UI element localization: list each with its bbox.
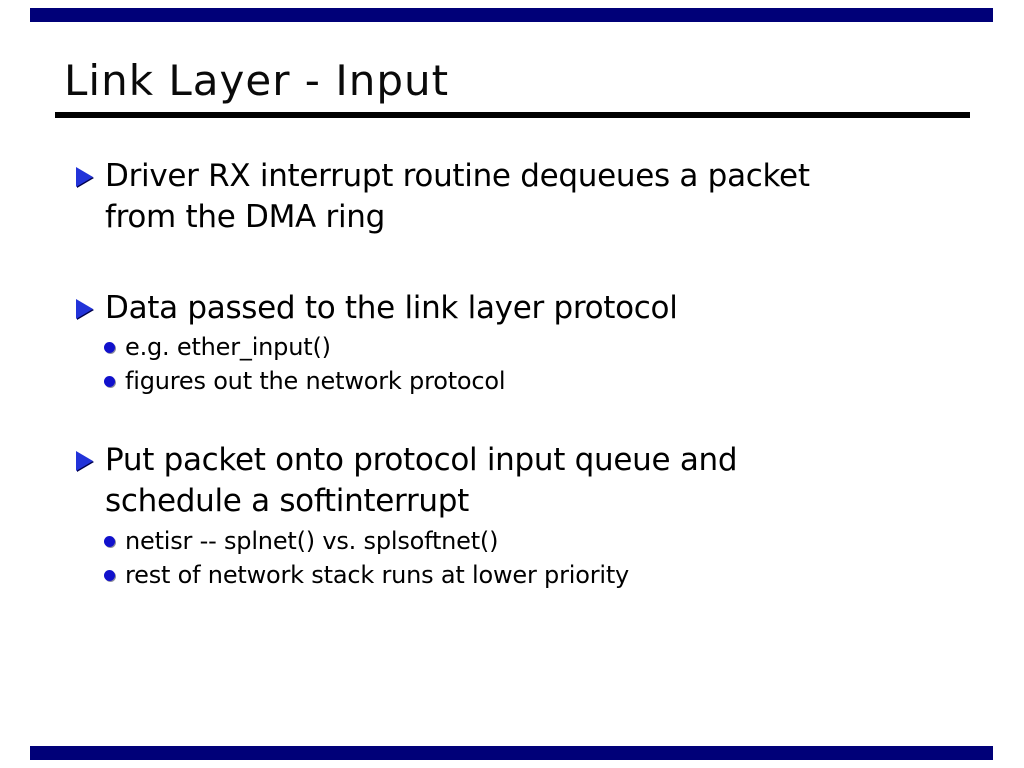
triangle-bullet-icon	[76, 451, 93, 471]
dot-bullet-icon	[104, 376, 115, 387]
bullet-item-3: Put packet onto protocol input queue and…	[76, 440, 738, 522]
dot-bullet-icon	[104, 536, 115, 547]
sub-bullet-item: e.g. ether_input()	[104, 331, 331, 364]
bullet-text: Driver RX interrupt routine dequeues a p…	[105, 156, 810, 238]
bullet-line: Put packet onto protocol input queue and	[105, 442, 738, 478]
sub-bullet-text: netisr -- splnet() vs. splsoftnet()	[125, 527, 499, 555]
sub-bullet-item: figures out the network protocol	[104, 365, 506, 398]
top-accent-bar	[30, 8, 993, 22]
sub-bullet-item: rest of network stack runs at lower prio…	[104, 559, 629, 592]
sub-bullet-text: figures out the network protocol	[125, 367, 506, 395]
bottom-accent-bar	[30, 746, 993, 760]
slide-title: Link Layer - Input	[64, 56, 450, 105]
sub-bullet-text: rest of network stack runs at lower prio…	[125, 561, 630, 589]
triangle-bullet-icon	[76, 167, 93, 187]
title-underline	[55, 112, 970, 118]
bullet-item-1: Driver RX interrupt routine dequeues a p…	[76, 156, 810, 238]
dot-bullet-icon	[104, 570, 115, 581]
bullet-text: Put packet onto protocol input queue and…	[105, 440, 738, 522]
triangle-bullet-icon	[76, 299, 93, 319]
bullet-line: Data passed to the link layer protocol	[105, 290, 678, 326]
bullet-line: Driver RX interrupt routine dequeues a p…	[105, 158, 810, 194]
dot-bullet-icon	[104, 342, 115, 353]
bullet-line: schedule a softinterrupt	[105, 483, 469, 519]
bullet-item-2: Data passed to the link layer protocol	[76, 288, 678, 329]
sub-bullet-item: netisr -- splnet() vs. splsoftnet()	[104, 525, 498, 558]
bullet-line: from the DMA ring	[105, 199, 385, 235]
bullet-text: Data passed to the link layer protocol	[105, 288, 678, 329]
sub-bullet-text: e.g. ether_input()	[125, 333, 331, 361]
